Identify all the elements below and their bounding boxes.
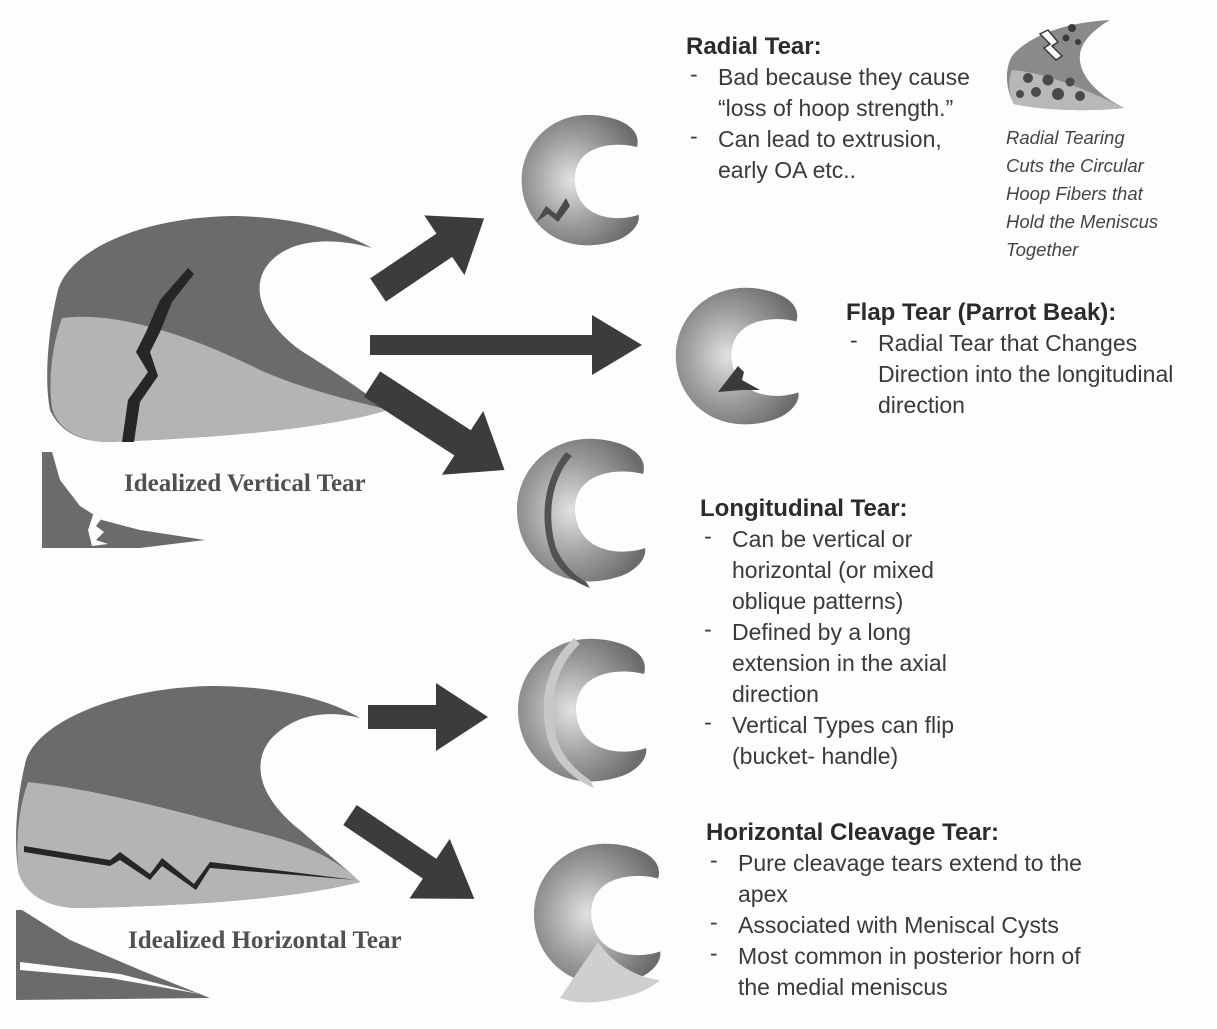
longitudinal-tear-point-2: Defined by a long extension in the axial… bbox=[700, 614, 1000, 710]
longitudinal-horizontal-meniscus bbox=[518, 638, 646, 788]
flap-tear-title: Flap Tear (Parrot Beak): bbox=[846, 299, 1117, 326]
horizontal-cleavage-point-2: Associated with Meniscal Cysts bbox=[706, 907, 1116, 941]
arrow-to-longitudinal-horizontal bbox=[368, 683, 488, 751]
radial-tear-title: Radial Tear: bbox=[686, 33, 822, 60]
horizontal-cleavage-tear-block: Horizontal Cleavage Tear: Pure cleavage … bbox=[706, 818, 1116, 1003]
longitudinal-tear-point-1: Can be vertical or horizontal (or mixed … bbox=[700, 521, 1000, 617]
radial-tear-point-1: Bad because they cause “loss of hoop str… bbox=[686, 59, 986, 124]
vertical-tear-caption: Idealized Vertical Tear bbox=[124, 470, 366, 497]
horizontal-cleavage-point-3: Most common in posterior horn of the med… bbox=[706, 938, 1116, 1003]
radial-note-line-5: Together bbox=[1006, 239, 1079, 260]
radial-note-line-2: Cuts the Circular bbox=[1006, 155, 1144, 176]
radial-note-line-4: Hold the Meniscus bbox=[1006, 211, 1159, 232]
hoop-fiber-inset-illustration bbox=[1006, 20, 1124, 111]
longitudinal-vertical-meniscus bbox=[517, 439, 645, 588]
arrow-to-longitudinal bbox=[363, 371, 505, 475]
horizontal-cleavage-tear-title: Horizontal Cleavage Tear: bbox=[706, 819, 999, 846]
radial-tearing-note: Radial Tearing Cuts the Circular Hoop Fi… bbox=[1006, 124, 1158, 264]
longitudinal-tear-block: Longitudinal Tear: Can be vertical or ho… bbox=[700, 494, 1000, 772]
horizontal-cleavage-meniscus bbox=[534, 844, 660, 1003]
flap-tear-block: Flap Tear (Parrot Beak): Radial Tear tha… bbox=[846, 298, 1191, 421]
radial-note-line-1: Radial Tearing bbox=[1006, 127, 1125, 148]
radial-note-line-3: Hoop Fibers that bbox=[1006, 183, 1143, 204]
radial-tear-meniscus bbox=[522, 115, 639, 245]
arrow-to-radial bbox=[370, 215, 485, 302]
longitudinal-tear-point-3: Vertical Types can flip (bucket- handle) bbox=[700, 707, 1000, 772]
radial-tear-point-2: Can lead to extrusion, early OA etc.. bbox=[686, 121, 986, 186]
flap-tear-meniscus bbox=[676, 288, 799, 425]
arrow-to-horizontal-cleavage bbox=[343, 805, 475, 899]
horizontal-tear-wedge bbox=[16, 686, 360, 1000]
vertical-tear-wedge bbox=[42, 216, 389, 548]
flap-tear-point-1: Radial Tear that Changes Direction into … bbox=[846, 325, 1191, 421]
longitudinal-tear-title: Longitudinal Tear: bbox=[700, 495, 908, 522]
arrow-to-flap bbox=[370, 315, 642, 375]
horizontal-cleavage-point-1: Pure cleavage tears extend to the apex bbox=[706, 845, 1116, 910]
radial-tear-block: Radial Tear: Bad because they cause “los… bbox=[686, 32, 986, 186]
horizontal-tear-caption: Idealized Horizontal Tear bbox=[128, 927, 402, 954]
